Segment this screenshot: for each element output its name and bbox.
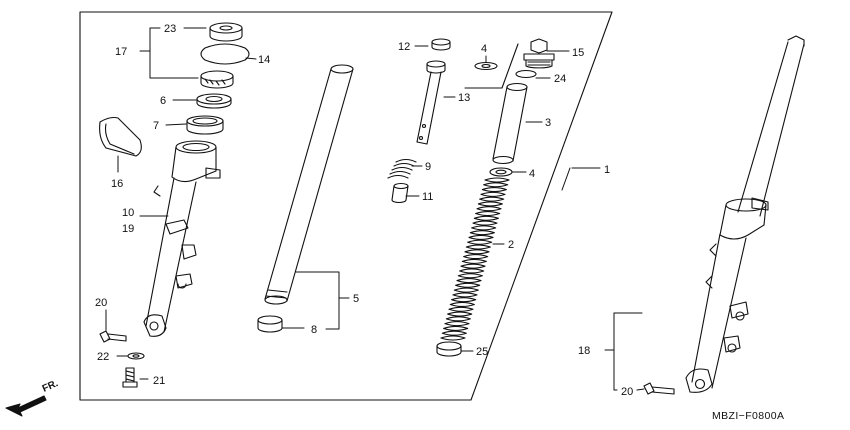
callout-12: 12 xyxy=(398,41,410,53)
spring-seat-4 xyxy=(489,167,513,177)
callout-11: 11 xyxy=(422,191,433,203)
piece-11 xyxy=(391,182,409,204)
callout-4-top: 4 xyxy=(481,43,487,55)
callout-6: 6 xyxy=(160,95,166,107)
oil-lock-12 xyxy=(431,38,451,51)
callout-1: 1 xyxy=(604,164,610,176)
callout-25: 25 xyxy=(476,346,488,358)
callout-19: 19 xyxy=(122,223,134,235)
assembly-frame xyxy=(79,11,613,401)
callout-3: 3 xyxy=(545,117,551,129)
callout-18: 18 xyxy=(578,345,590,357)
callout-9: 9 xyxy=(425,161,431,173)
o-ring-24 xyxy=(515,69,537,79)
bolt-20-left xyxy=(99,330,127,343)
front-direction-marker: FR. xyxy=(5,378,60,417)
callout-22: 22 xyxy=(97,351,109,363)
front-label: FR. xyxy=(41,378,60,395)
diagram-code: MBZI−F0800A xyxy=(712,410,784,422)
callout-15: 15 xyxy=(572,47,584,59)
callout-7: 7 xyxy=(153,120,159,132)
spacer-3 xyxy=(492,82,528,165)
callout-21: 21 xyxy=(153,375,165,387)
rebound-spring-9 xyxy=(387,158,417,179)
frame-inner-corner xyxy=(464,43,519,89)
fork-pipe-5 xyxy=(264,64,354,305)
damper-rod-13 xyxy=(416,60,446,145)
leader-lines xyxy=(105,27,645,391)
callout-labels: 23 17 14 6 7 16 10 19 20 22 21 5 8 12 13… xyxy=(95,23,633,398)
bolt-20-right xyxy=(643,382,675,395)
fork-slider-10 xyxy=(143,140,221,337)
bushing-8 xyxy=(257,315,283,333)
bearing-stack xyxy=(186,22,250,135)
callout-8: 8 xyxy=(311,324,317,336)
callout-17: 17 xyxy=(115,46,127,58)
callout-24: 24 xyxy=(554,73,566,85)
fork-guard-16 xyxy=(99,116,142,157)
drain-bolt-21 xyxy=(122,367,138,388)
callout-4: 4 xyxy=(529,168,535,180)
washer-22 xyxy=(127,352,145,360)
callout-2: 2 xyxy=(508,239,514,251)
callout-16: 16 xyxy=(111,178,123,190)
washer-4-top xyxy=(474,61,498,71)
fork-cap-bolt-15 xyxy=(523,38,555,69)
callout-5: 5 xyxy=(353,293,359,305)
callout-13: 13 xyxy=(458,92,470,104)
fork-spring-2 xyxy=(440,177,510,341)
callout-23: 23 xyxy=(164,23,176,35)
slide-bushing-25 xyxy=(436,341,462,357)
callout-14: 14 xyxy=(258,54,270,66)
callout-20-left: 20 xyxy=(95,297,107,309)
callout-20-right: 20 xyxy=(621,386,633,398)
assembled-fork xyxy=(685,35,805,393)
callout-10: 10 xyxy=(122,207,134,219)
